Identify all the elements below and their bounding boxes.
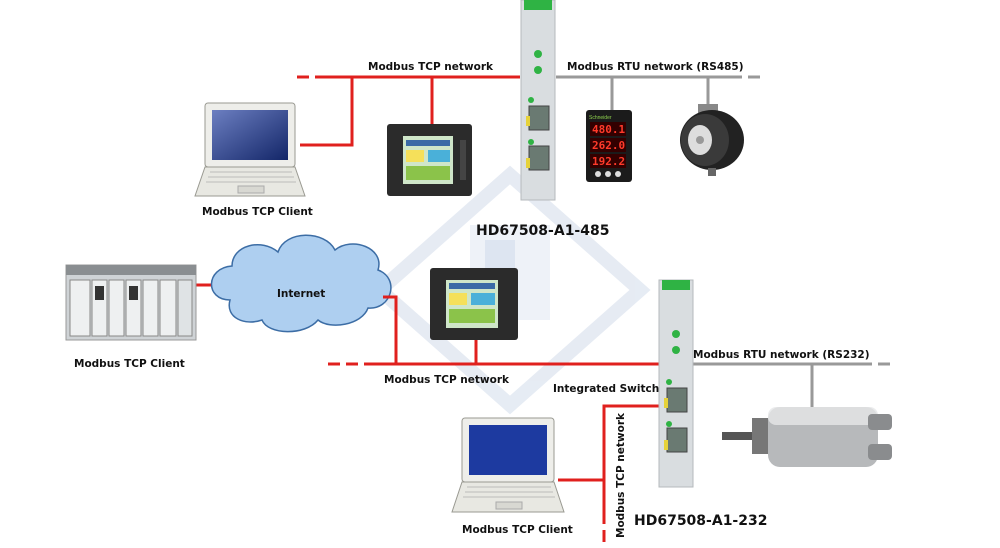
bottom-rtu-network-line (691, 362, 892, 412)
top-device-title: HD67508-A1-485 (476, 223, 610, 239)
meter-reading-3: 192.2 (592, 155, 625, 168)
vertical-tcp-network-line (558, 404, 660, 546)
top-tcp-network-label: Modbus TCP network (368, 61, 493, 73)
vertical-tcp-network-label: Modbus TCP network (615, 413, 627, 538)
hmi-panel-icon (387, 124, 472, 196)
top-client-label: Modbus TCP Client (202, 206, 313, 218)
rotary-encoder-icon (680, 104, 744, 176)
bottom-client-label: Modbus TCP Client (462, 524, 573, 536)
power-meter-icon (586, 110, 632, 182)
cylindrical-encoder-icon (722, 407, 892, 467)
hmi-panel-icon-2 (430, 268, 518, 340)
meter-brand: Schneider (589, 115, 612, 121)
mid-tcp-network-line (328, 295, 660, 366)
bottom-rtu-network-label: Modbus RTU network (RS232) (693, 349, 870, 361)
gateway-hd67508-485-icon (520, 0, 556, 201)
mid-tcp-network-label: Modbus TCP network (384, 374, 509, 386)
laptop-icon (194, 102, 306, 197)
meter-reading-2: 262.0 (592, 139, 625, 152)
internet-cloud-icon (210, 234, 392, 333)
top-rtu-network-line (556, 75, 760, 112)
gateway-hd67508-232-icon (658, 279, 694, 488)
left-client-label: Modbus TCP Client (74, 358, 185, 370)
top-tcp-network-line (297, 75, 520, 147)
plc-rack-icon (65, 264, 197, 341)
laptop-icon-2 (451, 417, 565, 513)
internet-label: Internet (277, 288, 326, 300)
bottom-device-title: HD67508-A1-232 (634, 513, 768, 529)
top-rtu-network-label: Modbus RTU network (RS485) (567, 61, 744, 73)
integrated-switch-label: Integrated Switch (553, 383, 660, 395)
meter-reading-1: 480.1 (592, 123, 625, 136)
